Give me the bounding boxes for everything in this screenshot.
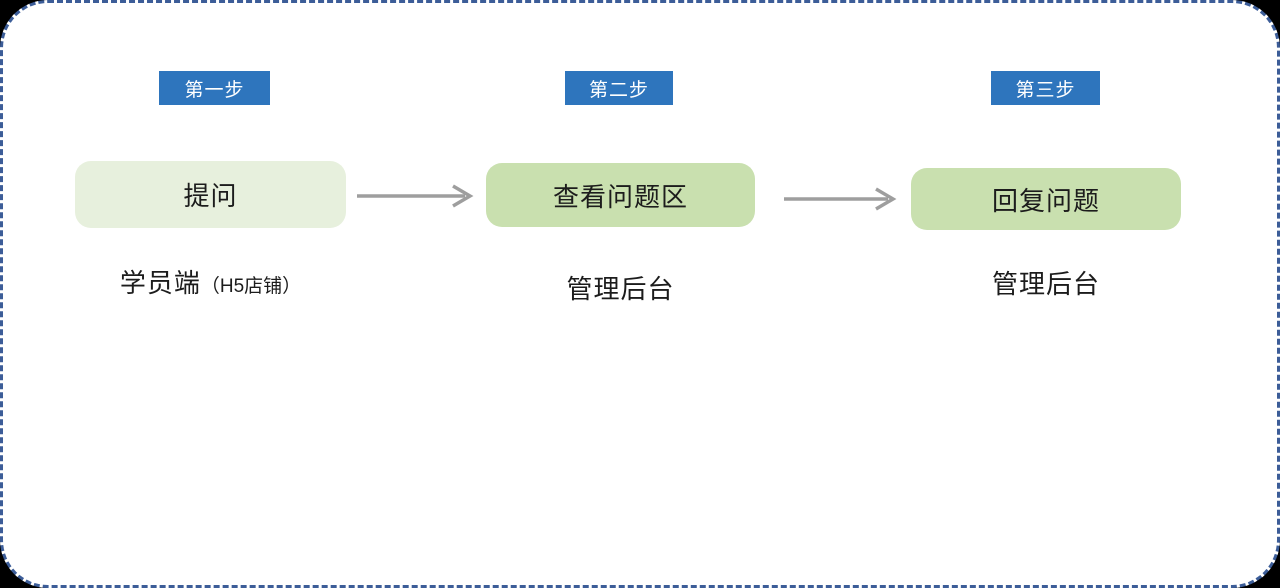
right-arrow-icon bbox=[357, 184, 474, 208]
caption-admin-backend-1: 管理后台 bbox=[486, 274, 755, 308]
flow-box-ask-question-label: 提问 bbox=[183, 181, 238, 211]
caption-student-side-main: 学员端 bbox=[119, 268, 201, 298]
caption-student-side-sub: （H5店铺） bbox=[200, 276, 302, 297]
caption-admin-backend-2: 管理后台 bbox=[911, 269, 1181, 303]
flow-box-reply-question: 回复问题 bbox=[911, 168, 1181, 230]
caption-student-side: 学员端（H5店铺） bbox=[75, 268, 346, 302]
step-badge-2: 第二步 bbox=[565, 71, 673, 105]
step-badge-1: 第一步 bbox=[159, 71, 270, 105]
step-badge-1-label: 第一步 bbox=[184, 79, 245, 101]
flow-box-view-question-area-label: 查看问题区 bbox=[552, 181, 688, 212]
step-badge-3: 第三步 bbox=[991, 71, 1100, 105]
caption-admin-backend-2-main: 管理后台 bbox=[991, 269, 1100, 299]
flow-box-ask-question: 提问 bbox=[75, 161, 346, 228]
flow-box-view-question-area: 查看问题区 bbox=[486, 163, 755, 227]
step-badge-2-label: 第二步 bbox=[588, 79, 649, 101]
caption-admin-backend-1-main: 管理后台 bbox=[566, 274, 675, 304]
step-badge-3-label: 第三步 bbox=[1015, 79, 1076, 101]
right-arrow-icon bbox=[784, 187, 897, 211]
flow-box-reply-question-label: 回复问题 bbox=[991, 185, 1100, 216]
